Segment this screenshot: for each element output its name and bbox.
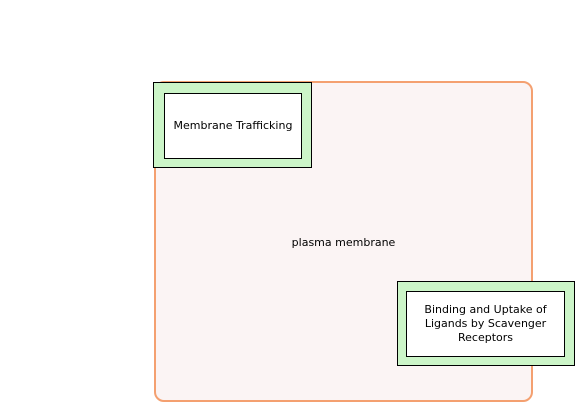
pathway-label: Binding and Uptake of Ligands by Scaveng…: [406, 291, 565, 357]
pathway-node-scavenger-receptors[interactable]: Binding and Uptake of Ligands by Scaveng…: [397, 281, 575, 366]
pathway-node-membrane-trafficking[interactable]: Membrane Trafficking: [153, 82, 312, 168]
compartment-label: plasma membrane: [291, 236, 396, 249]
pathway-label: Membrane Trafficking: [164, 93, 302, 159]
